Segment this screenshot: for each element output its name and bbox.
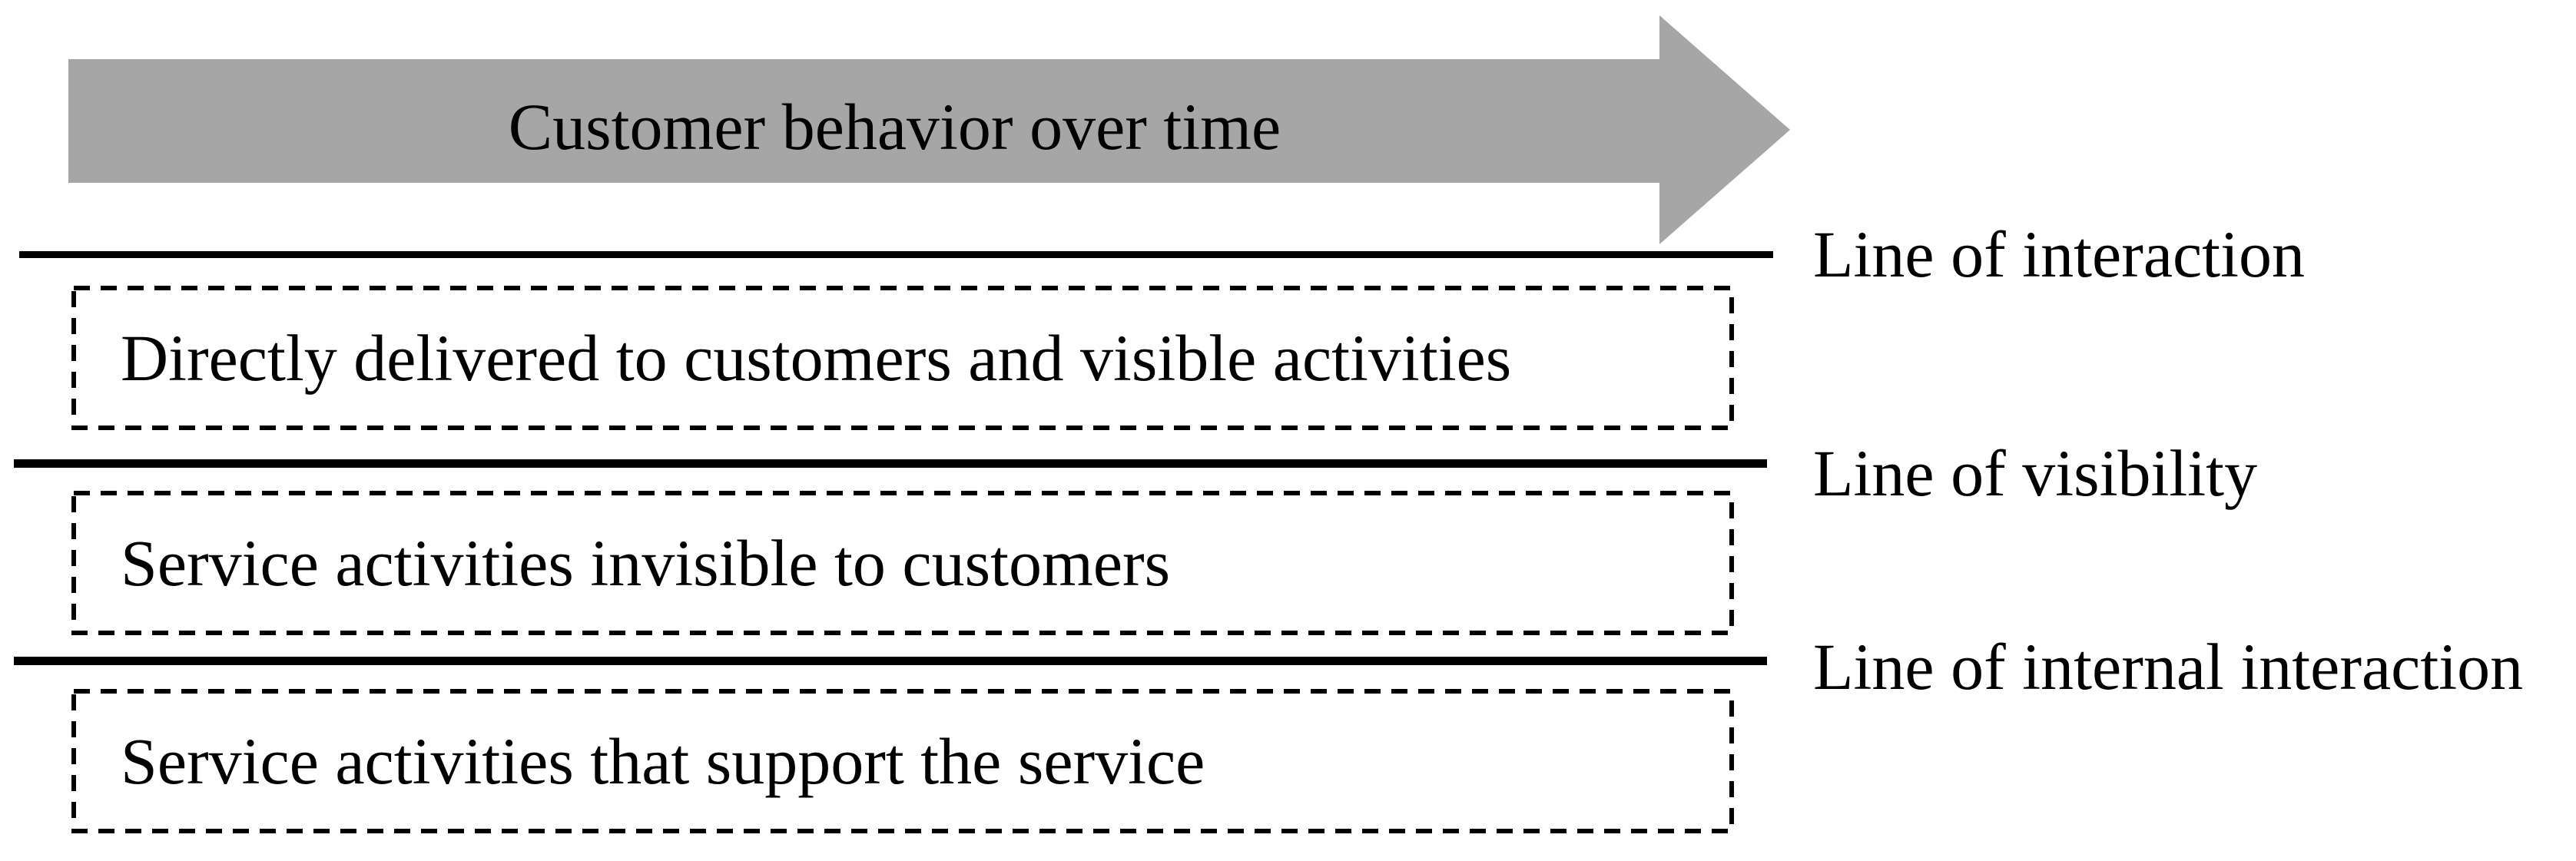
arrow-label: Customer behavior over time xyxy=(508,89,1281,164)
line-of-internal-interaction-label: Line of internal interaction xyxy=(1813,630,2524,704)
support-activities-text: Service activities that support the serv… xyxy=(121,724,1205,798)
line-of-interaction xyxy=(19,251,1773,258)
invisible-activities-text: Service activities invisible to customer… xyxy=(121,526,1171,600)
customer-behavior-arrow xyxy=(68,15,1790,244)
support-activities-box: Service activities that support the serv… xyxy=(71,689,1734,833)
invisible-activities-box: Service activities invisible to customer… xyxy=(71,491,1734,635)
visible-activities-box: Directly delivered to customers and visi… xyxy=(71,286,1734,430)
line-of-internal-interaction xyxy=(14,657,1767,665)
arrow-shape xyxy=(68,15,1790,244)
visible-activities-text: Directly delivered to customers and visi… xyxy=(121,321,1512,395)
dashed-border xyxy=(71,491,1734,635)
dashed-border xyxy=(71,689,1734,833)
line-of-visibility-label: Line of visibility xyxy=(1813,436,2258,510)
line-of-visibility xyxy=(14,459,1767,468)
dashed-border xyxy=(71,286,1734,430)
line-of-interaction-label: Line of interaction xyxy=(1813,217,2305,291)
